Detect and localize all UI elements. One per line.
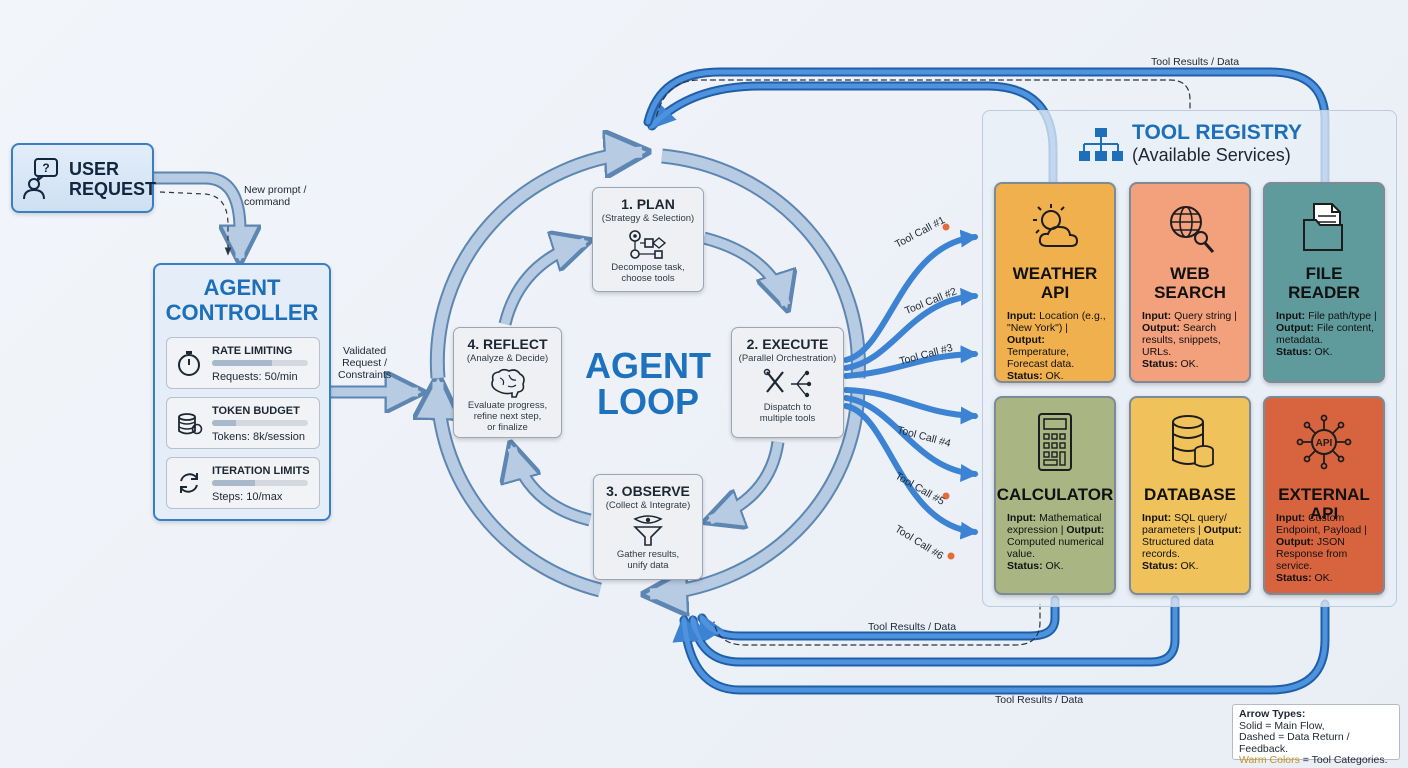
user-request-box: ? USER REQUEST — [11, 143, 157, 213]
observe-node: 3. OBSERVE (Collect & Integrate) Gather … — [593, 474, 703, 580]
agent-loop-title: AGENT LOOP — [585, 345, 711, 422]
weather-api-details: Input: Location (e.g., "New York") | Out… — [1007, 310, 1106, 382]
svg-text:?: ? — [42, 161, 49, 175]
plan-node: 1. PLAN (Strategy & Selection) Decompose… — [592, 187, 704, 292]
calculator-icon — [1038, 413, 1072, 471]
rate-limiting-value: Requests: 50/min — [212, 371, 298, 383]
inner-loop-arrows — [505, 238, 786, 520]
token-budget-value: Tokens: 8k/session — [212, 431, 305, 443]
calculator-details: Input: Mathematical expression | Output:… — [1007, 512, 1105, 572]
agent-controller-title: AGENT CONTROLLER — [165, 275, 319, 325]
plan-title: 1. PLAN — [621, 196, 675, 212]
observe-title: 3. OBSERVE — [606, 483, 690, 499]
execute-subtitle: (Parallel Orchestration) — [738, 353, 837, 364]
execute-node: 2. EXECUTE (Parallel Orchestration) Disp… — [731, 327, 844, 438]
reflect-description: Evaluate progress, refine next step, or … — [467, 400, 548, 433]
observe-description: Gather results, unify data — [616, 549, 680, 571]
database-card: DATABASE Input: SQL query/ parameters | … — [1129, 396, 1251, 595]
iteration-limits-value: Steps: 10/max — [212, 491, 283, 503]
registry-hierarchy-icon — [1079, 128, 1123, 161]
tool-results-label-bottom: Tool Results / Data — [995, 694, 1084, 706]
tools-icon — [763, 368, 811, 398]
iteration-limits-title: ITERATION LIMITS — [212, 465, 310, 477]
legend-warm: Warm Colors = Tool Categories. — [1239, 754, 1388, 766]
reflect-subtitle: (Analyze & Decide) — [466, 353, 549, 364]
token-budget-card: TOKEN BUDGET Tokens: 8k/session — [166, 397, 320, 449]
file-reader-card: FILE READER Input: File path/type | Outp… — [1263, 182, 1385, 383]
file-reader-name: FILE READER — [1288, 264, 1360, 302]
tool-results-label-middle: Tool Results / Data — [868, 621, 957, 633]
rate-limiting-card: RATE LIMITING Requests: 50/min — [166, 337, 320, 389]
database-name: DATABASE — [1144, 485, 1236, 504]
web-search-name: WEB SEARCH — [1154, 264, 1226, 302]
reflect-node: 4. REFLECT (Analyze & Decide) Evaluate p… — [453, 327, 562, 438]
cycle-arrows-icon — [180, 473, 198, 493]
stopwatch-icon — [178, 351, 200, 376]
funnel-eye-icon — [633, 515, 663, 546]
weather-api-name: WEATHER API — [1012, 264, 1098, 302]
api-network-icon: API — [1296, 414, 1352, 470]
coin-stack-icon — [178, 413, 203, 435]
outer-loop-ring — [437, 152, 866, 594]
file-folder-icon — [1303, 203, 1343, 251]
database-details: Input: SQL query/ parameters | Output: S… — [1142, 512, 1242, 572]
user-request-arrow — [154, 171, 240, 258]
plan-description: Decompose task, choose tools — [611, 262, 685, 284]
observe-subtitle: (Collect & Integrate) — [605, 500, 691, 511]
plan-subtitle: (Strategy & Selection) — [601, 213, 695, 224]
external-api-card: API EXTERNAL API Input: Custom Endpoint,… — [1263, 396, 1385, 595]
execute-description: Dispatch to multiple tools — [759, 402, 816, 424]
bottom-return-arrows — [672, 595, 1330, 695]
legend-dashed: Dashed = Data Return / Feedback. — [1239, 731, 1350, 755]
svg-text:API: API — [1316, 438, 1333, 449]
weather-cloud-sun-icon — [1033, 204, 1079, 247]
legend-solid: Solid = Main Flow, — [1239, 719, 1325, 732]
flowchart-icon — [629, 230, 667, 259]
tool-results-label-top: Tool Results / Data — [1151, 56, 1240, 68]
rate-limiting-bar — [212, 360, 308, 366]
external-api-name: EXTERNAL API — [1278, 485, 1370, 523]
user-request-title: USER REQUEST — [69, 159, 157, 199]
external-api-details: Input: Custom Endpoint, Payload | Output… — [1276, 512, 1367, 584]
globe-magnifier-icon — [1170, 206, 1215, 253]
token-budget-bar — [212, 420, 308, 426]
calculator-card: CALCULATOR Input: Mathematical expressio… — [994, 396, 1116, 595]
tool-registry-title: TOOL REGISTRY — [1132, 121, 1302, 144]
iteration-limits-card: ITERATION LIMITS Steps: 10/max — [166, 457, 320, 509]
weather-api-card: WEATHER API Input: Location (e.g., "New … — [994, 182, 1116, 383]
rate-limiting-title: RATE LIMITING — [212, 345, 293, 357]
web-search-card: WEB SEARCH Input: Query string | Output:… — [1129, 182, 1251, 383]
tool-call-spark-icons — [942, 223, 955, 560]
execute-title: 2. EXECUTE — [746, 336, 829, 352]
validated-request-label: Validated Request / Constraints — [338, 345, 392, 381]
new-prompt-label: New prompt / command — [244, 184, 307, 208]
agent-controller-box: AGENT CONTROLLER RATE LIMITING Requests:… — [153, 263, 331, 521]
legend: Arrow Types: Solid = Main Flow, Dashed =… — [1232, 704, 1400, 766]
web-search-details: Input: Query string | Output: Search res… — [1142, 310, 1237, 370]
calculator-name: CALCULATOR — [996, 485, 1114, 504]
file-reader-details: Input: File path/type | Output: File con… — [1276, 310, 1377, 358]
reflect-title: 4. REFLECT — [467, 336, 548, 352]
user-question-icon: ? — [23, 158, 58, 200]
legend-title: Arrow Types: — [1239, 708, 1306, 720]
tool-call-arrows — [843, 229, 979, 540]
token-budget-title: TOKEN BUDGET — [212, 405, 300, 417]
iteration-limits-bar — [212, 480, 308, 486]
brain-icon — [490, 368, 525, 398]
tool-registry-subtitle: (Available Services) — [1132, 145, 1291, 165]
database-icon — [1172, 415, 1214, 468]
